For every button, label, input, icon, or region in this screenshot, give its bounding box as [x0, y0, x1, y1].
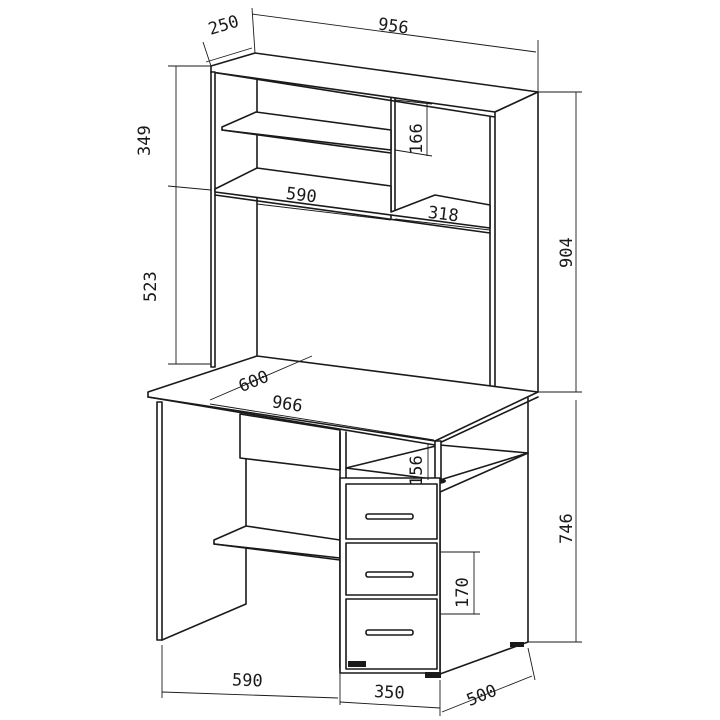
label-956: 956 — [377, 15, 410, 39]
desk-lower-shelf — [213, 525, 341, 559]
desk-lower-shelf-edge — [213, 543, 341, 561]
desk-left-leg-side — [161, 434, 247, 641]
dim-956-line — [251, 13, 537, 53]
pedestal-foot-back — [510, 642, 524, 647]
label-250: 250 — [206, 12, 241, 40]
desk-left-leg — [156, 401, 163, 641]
label-349: 349 — [135, 125, 155, 156]
hutch-left-side — [210, 71, 216, 368]
desk-top-right-edge — [434, 396, 539, 446]
desk-top-front-edge — [147, 396, 436, 446]
dim-500-line — [441, 675, 533, 713]
dim-350-line — [339, 701, 441, 709]
label-746: 746 — [557, 513, 577, 544]
pedestal-metal-post — [434, 440, 442, 480]
label-318: 318 — [427, 203, 460, 227]
label-350: 350 — [373, 682, 405, 704]
hutch-main-shelf — [214, 167, 491, 229]
dim-590-base-line — [161, 691, 339, 699]
drawer-1-handle — [365, 513, 414, 520]
label-904: 904 — [557, 237, 577, 268]
hutch-top-panel — [210, 52, 539, 113]
hutch-top-front-edge — [210, 71, 496, 118]
hutch-small-shelf — [221, 111, 392, 151]
label-156: 156 — [407, 455, 427, 486]
drawer-3-handle — [365, 629, 414, 636]
label-523: 523 — [141, 271, 161, 302]
dim-966-line — [209, 403, 435, 441]
label-966: 966 — [271, 392, 304, 417]
pedestal-foot-left — [348, 661, 366, 667]
label-170: 170 — [453, 577, 473, 608]
hutch-main-shelf-edge — [214, 194, 491, 234]
dim-590-shelf-line — [256, 203, 392, 221]
dim-600-line — [209, 355, 313, 401]
drawer-2 — [345, 542, 438, 596]
drawer-1 — [345, 483, 438, 540]
label-500: 500 — [464, 681, 500, 711]
dim-250-line — [205, 47, 253, 63]
label-590-shelf: 590 — [285, 184, 318, 208]
drawer-2-handle — [365, 571, 414, 578]
pedestal-foot-right — [425, 672, 441, 678]
hutch-small-shelf-edge — [221, 129, 392, 154]
desk-top-panel — [147, 355, 539, 442]
label-166: 166 — [407, 123, 427, 154]
dim-318-line — [394, 218, 491, 231]
hutch-right-side — [494, 91, 539, 409]
pedestal-side — [439, 452, 529, 675]
label-590-base: 590 — [232, 670, 263, 691]
